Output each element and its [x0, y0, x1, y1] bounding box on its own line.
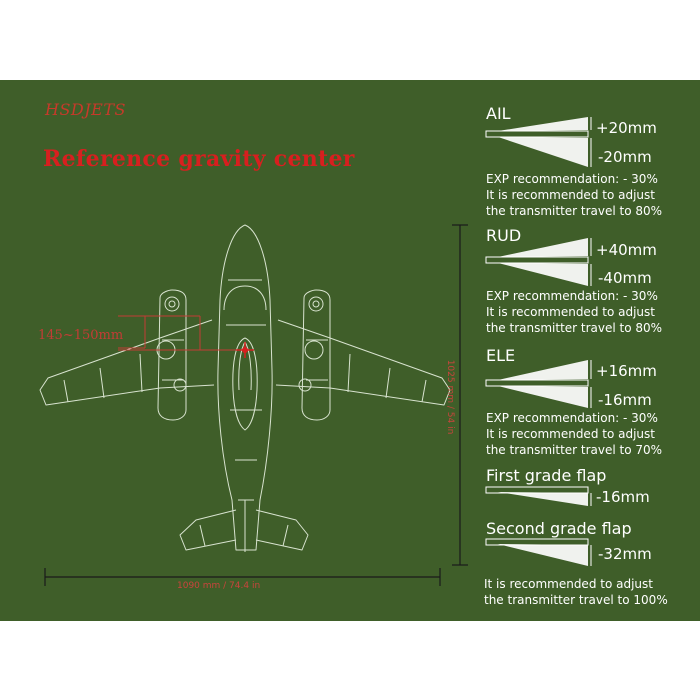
aircraft-outline: [39, 224, 451, 552]
second-flap-down-wedge: [498, 544, 588, 566]
aircraft-diagram: [39, 117, 592, 586]
ail-note-line2: the transmitter travel to 80%: [486, 204, 663, 218]
ail-up-value: +20mm: [596, 119, 657, 137]
first-flap-value: -16mm: [596, 488, 650, 506]
rud-label: RUD: [486, 226, 522, 245]
deflection-graphics: [485, 117, 592, 566]
second-flap-label: Second grade flap: [486, 519, 632, 538]
rud-exp: EXP recommendation: - 30%: [486, 289, 658, 303]
ele-down-value: -16mm: [598, 391, 652, 409]
ele-note-line2: the transmitter travel to 70%: [486, 443, 663, 457]
ele-label: ELE: [486, 346, 516, 365]
length-label: 1025 mm / 54 in: [445, 359, 455, 435]
ail-down-value: -20mm: [598, 148, 652, 166]
first-flap-label: First grade flap: [486, 466, 607, 485]
diagram-panel: HSDJETS Reference gravity center 145~150…: [0, 80, 700, 621]
ail-exp: EXP recommendation: - 30%: [486, 172, 658, 186]
rud-note-line2: the transmitter travel to 80%: [486, 321, 663, 335]
second-flap-value: -32mm: [598, 545, 652, 563]
cg-marker: [118, 315, 254, 358]
wingspan-label: 1090 mm / 74.4 in: [177, 581, 261, 591]
flap-note-line2: the transmitter travel to 100%: [484, 593, 668, 607]
ele-exp: EXP recommendation: - 30%: [486, 411, 658, 425]
ail-label: AIL: [486, 104, 511, 123]
ele-surface: [485, 379, 589, 387]
ail-down-wedge: [498, 137, 588, 167]
wingspan-dimension: [44, 568, 441, 586]
page-title: Reference gravity center: [43, 146, 355, 172]
ail-note-line1: It is recommended to adjust: [486, 188, 655, 202]
rud-note-line1: It is recommended to adjust: [486, 305, 655, 319]
flap-note-line1: It is recommended to adjust: [484, 577, 653, 591]
ele-note-line1: It is recommended to adjust: [486, 427, 655, 441]
ele-up-value: +16mm: [596, 362, 657, 380]
rud-up-wedge: [498, 238, 588, 257]
brand-logo: HSDJETS: [45, 100, 126, 119]
ele-up-wedge: [498, 360, 588, 380]
ele-down-wedge: [498, 386, 588, 408]
rud-up-value: +40mm: [596, 241, 657, 259]
length-dimension: [452, 224, 468, 566]
ail-up-wedge: [498, 117, 588, 131]
first-flap-down-wedge: [498, 492, 588, 506]
rud-surface: [485, 256, 589, 264]
rud-down-value: -40mm: [598, 269, 652, 287]
cg-distance-label: 145~150mm: [38, 328, 124, 343]
rud-down-wedge: [498, 263, 588, 286]
ail-surface: [485, 130, 589, 138]
